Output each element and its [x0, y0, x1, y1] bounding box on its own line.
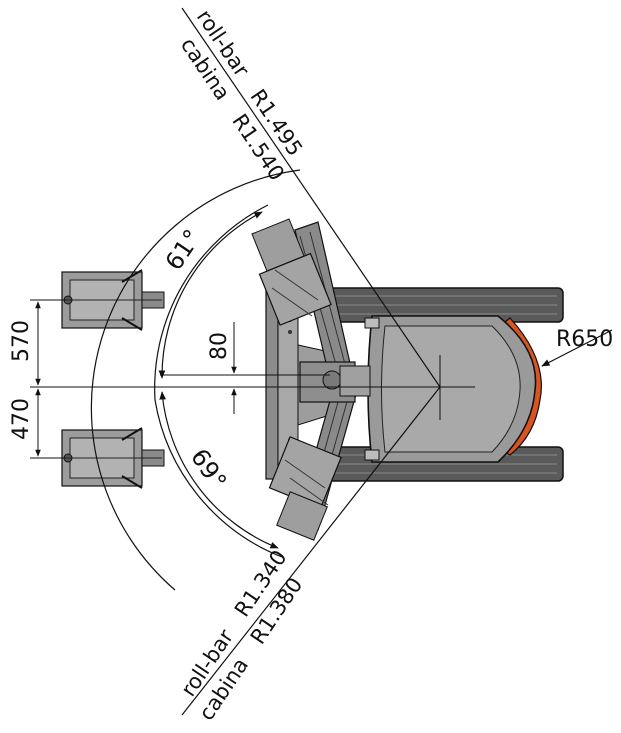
arm-offset-top — [61, 269, 165, 331]
arm-offset-bottom — [61, 427, 165, 489]
tail-radius-label: R650 — [556, 327, 613, 352]
arc-outer — [90, 169, 301, 591]
upper-structure — [364, 315, 542, 463]
reference-lines — [30, 299, 405, 459]
boom-swing-joint — [299, 361, 371, 403]
swing-arcs — [90, 169, 301, 591]
arc-61-deg — [158, 211, 263, 379]
boom-left-position — [251, 218, 353, 381]
angle-61-label: 61° — [160, 224, 207, 275]
leader-lines — [181, 7, 613, 716]
boom-offset-80-label: 80 — [207, 332, 232, 360]
offset-470-label: 470 — [9, 398, 34, 440]
offset-570-label: 570 — [9, 320, 34, 362]
arc-69-deg — [159, 391, 279, 549]
